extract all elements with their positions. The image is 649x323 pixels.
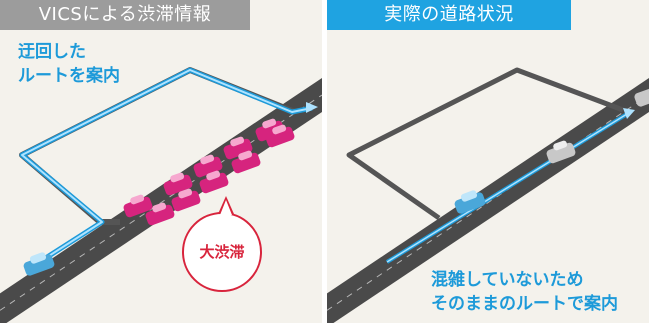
blue-car (23, 252, 55, 276)
detour-note-line-1: 迂回した (18, 42, 86, 62)
main-road (0, 78, 322, 323)
jam-car (171, 188, 201, 212)
detour-note: 迂回した ルートを案内 (18, 40, 120, 88)
blue-car (454, 190, 486, 214)
left-road-scene (0, 67, 322, 323)
left-panel: VICSによる渋滞情報 迂回した ルートを案内 大渋滞 (0, 0, 322, 323)
jam-car (223, 136, 253, 160)
jam-car (265, 124, 295, 148)
right-road-scene (327, 67, 649, 323)
jam-car (255, 118, 285, 142)
jam-car (145, 202, 175, 226)
left-panel-title: VICSによる渋滞情報 (0, 0, 250, 30)
jam-car (199, 170, 229, 194)
jam-car (163, 172, 193, 196)
jam-car (231, 150, 261, 174)
detour-road (346, 67, 624, 221)
no-congestion-note-line-2: そのままのルートで案内 (431, 294, 618, 314)
right-panel: 実際の道路状況 混雑していないため そのままのルートで案内 (327, 0, 649, 323)
right-panel-title: 実際の道路状況 (327, 0, 571, 30)
grey-car (634, 87, 649, 107)
no-congestion-note: 混雑していないため そのままのルートで案内 (431, 268, 618, 316)
jam-car (123, 194, 153, 218)
detour-note-line-2: ルートを案内 (18, 66, 120, 86)
jam-cars (123, 118, 295, 226)
grey-car (546, 140, 576, 164)
jam-car (193, 154, 223, 178)
no-congestion-note-line-1: 混雑していないため (431, 270, 584, 290)
heavy-traffic-bubble: 大渋滞 (182, 212, 262, 292)
detour-route (19, 67, 313, 271)
